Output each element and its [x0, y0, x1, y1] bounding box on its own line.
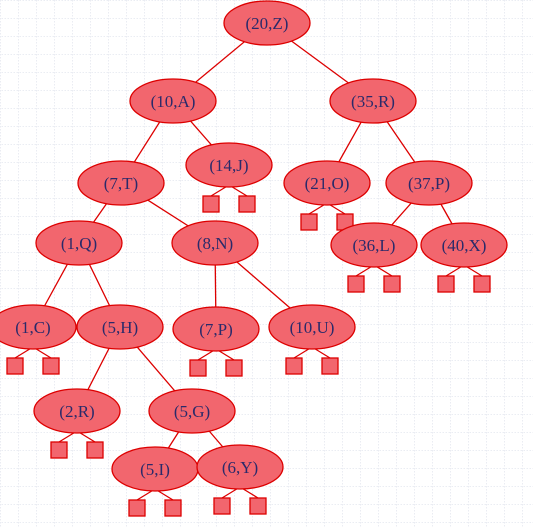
leaf-square	[86, 441, 104, 459]
node-ellipse	[171, 220, 259, 266]
leaf-square	[6, 357, 24, 375]
tree-node: (7,T)	[77, 160, 165, 206]
node-ellipse	[420, 222, 508, 268]
node-ellipse	[76, 304, 164, 350]
tree-node: (1,C)	[0, 304, 77, 350]
tree-node: (5,H)	[76, 304, 164, 350]
node-ellipse	[0, 304, 77, 350]
node-ellipse	[129, 78, 217, 124]
tree-node: (5,I)	[111, 446, 199, 492]
tree-node: (5,G)	[148, 388, 236, 434]
tree-nodes: (20,Z) (10,A) (35,R) (7,T) (14,J) (21,O) (37,P…	[0, 0, 508, 492]
node-label: (1,Q)	[61, 234, 97, 253]
tree-node: (36,L)	[330, 222, 418, 268]
tree-node: (37,P)	[385, 160, 473, 206]
leaf-square	[437, 275, 455, 293]
tree-node: (8,N)	[171, 220, 259, 266]
node-label: (21,O)	[305, 174, 350, 193]
node-ellipse	[77, 160, 165, 206]
node-ellipse	[196, 444, 284, 490]
leaf-square	[202, 195, 220, 213]
node-label: (37,P)	[408, 174, 450, 193]
leaf-square	[42, 357, 60, 375]
tree-node: (10,A)	[129, 78, 217, 124]
node-label: (35,R)	[351, 92, 395, 111]
tree-node: (14,J)	[185, 142, 273, 188]
node-label: (1,C)	[15, 318, 50, 337]
node-label: (7,P)	[199, 320, 233, 339]
node-ellipse	[268, 304, 356, 350]
leaf-squares	[6, 195, 491, 517]
node-label: (20,Z)	[246, 14, 289, 33]
leaf-square	[300, 213, 318, 231]
node-label: (5,G)	[174, 402, 210, 421]
tree-node: (21,O)	[283, 160, 371, 206]
tree-node: (6,Y)	[196, 444, 284, 490]
node-label: (2,R)	[59, 402, 94, 421]
leaf-square	[164, 499, 182, 517]
node-ellipse	[172, 306, 260, 352]
leaf-square	[383, 275, 401, 293]
node-label: (5,H)	[102, 318, 138, 337]
node-label: (6,Y)	[222, 458, 258, 477]
leaf-square	[347, 275, 365, 293]
leaf-square	[473, 275, 491, 293]
node-label: (10,U)	[290, 318, 335, 337]
leaf-square	[321, 357, 339, 375]
tree-node: (35,R)	[329, 78, 417, 124]
node-ellipse	[35, 220, 123, 266]
node-ellipse	[223, 0, 311, 46]
node-label: (36,L)	[353, 236, 396, 255]
leaf-square	[285, 357, 303, 375]
leaf-square	[189, 359, 207, 377]
tree-node: (7,P)	[172, 306, 260, 352]
node-label: (5,I)	[140, 460, 170, 479]
node-label: (8,N)	[197, 234, 233, 253]
tree-node: (1,Q)	[35, 220, 123, 266]
node-label: (7,T)	[104, 174, 138, 193]
tree-node: (20,Z)	[223, 0, 311, 46]
node-ellipse	[385, 160, 473, 206]
leaf-square	[238, 195, 256, 213]
leaf-square	[50, 441, 68, 459]
node-label: (40,X)	[442, 236, 487, 255]
node-ellipse	[329, 78, 417, 124]
leaf-square	[128, 499, 146, 517]
node-label: (14,J)	[209, 156, 248, 175]
leaf-square	[249, 497, 267, 515]
tree-node: (10,U)	[268, 304, 356, 350]
node-ellipse	[283, 160, 371, 206]
node-ellipse	[148, 388, 236, 434]
tree-node: (2,R)	[33, 388, 121, 434]
node-ellipse	[185, 142, 273, 188]
node-ellipse	[330, 222, 418, 268]
tree-node: (40,X)	[420, 222, 508, 268]
leaf-square	[213, 497, 231, 515]
node-ellipse	[33, 388, 121, 434]
node-label: (10,A)	[151, 92, 196, 111]
leaf-square	[225, 359, 243, 377]
